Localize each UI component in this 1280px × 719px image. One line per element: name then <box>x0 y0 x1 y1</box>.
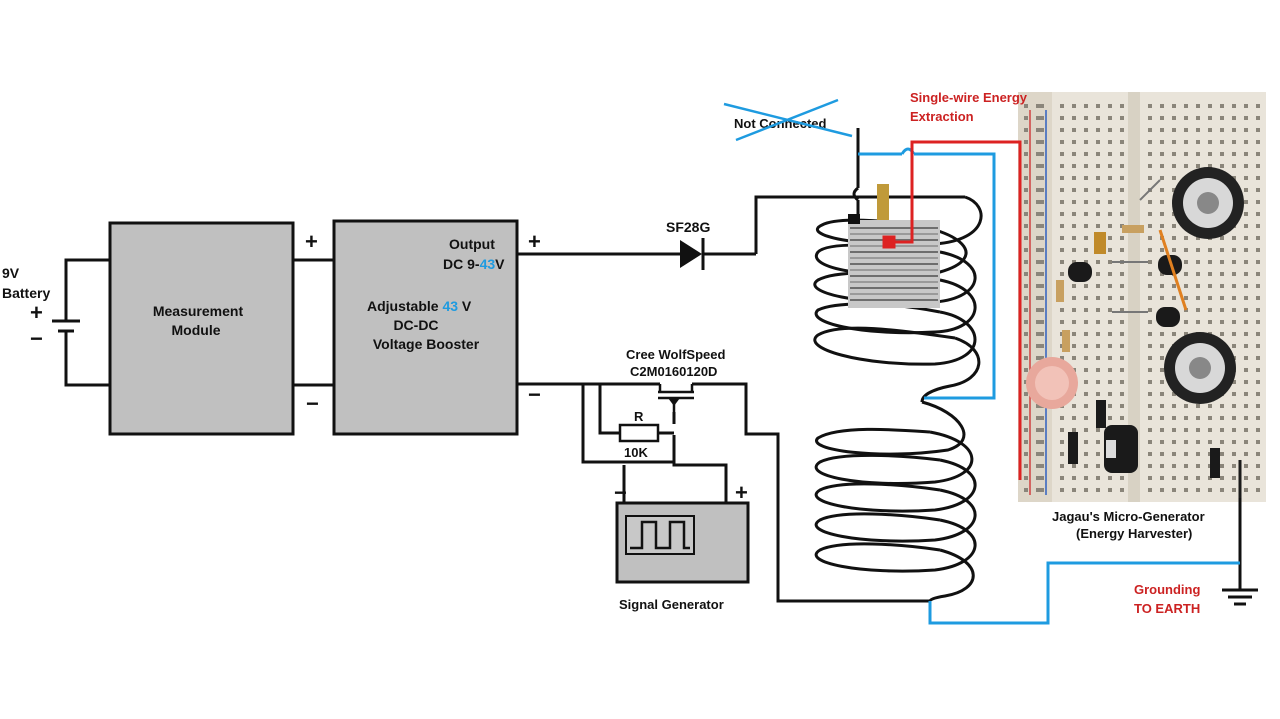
resistor-symbol <box>618 423 660 443</box>
battery-plus-sign: + <box>30 300 43 325</box>
booster-type: DC-DC <box>393 317 438 333</box>
voltage-booster-block <box>332 219 519 436</box>
black-wires <box>64 128 1242 603</box>
square-wave-icon <box>630 520 690 550</box>
resistor-label: R <box>634 409 644 424</box>
signal-generator-label: Signal Generator <box>619 597 724 612</box>
battery-label: Battery <box>2 285 50 301</box>
variable-capacitor <box>848 184 940 308</box>
lower-coil <box>814 400 977 602</box>
earth-ground-symbol <box>1222 588 1258 606</box>
mosfet-symbol <box>658 384 694 412</box>
micro-generator-label-line1: Jagau's Micro-Generator <box>1052 509 1205 524</box>
booster-title: Adjustable 43 V <box>367 298 472 314</box>
battery-symbol <box>52 309 80 333</box>
booster-output-range: DC 9-43V <box>443 256 505 272</box>
micro-generator-label-line2: (Energy Harvester) <box>1076 526 1192 541</box>
booster-output-minus: − <box>528 382 541 407</box>
red-wire <box>882 140 1022 480</box>
extraction-label-line1: Single-wire Energy <box>910 90 1028 105</box>
blue-wires <box>858 147 1240 625</box>
diode-label: SF28G <box>666 219 710 235</box>
measurement-module-block <box>108 221 295 436</box>
booster-output-label: Output <box>449 236 495 252</box>
measurement-module-label-line1: Measurement <box>153 303 244 319</box>
mosfet-part-number: C2M0160120D <box>630 364 717 379</box>
extraction-label-line2: Extraction <box>910 109 974 124</box>
module-plus-sign: + <box>305 229 318 254</box>
breadboard-photo <box>1018 92 1266 502</box>
module-minus-sign: − <box>306 391 319 416</box>
not-connected-cross-2 <box>735 98 839 142</box>
battery-minus-sign: − <box>30 326 43 351</box>
resistor-value: 10K <box>624 445 648 460</box>
signal-generator-plus: + <box>735 480 748 505</box>
grounding-label-line1: Grounding <box>1134 582 1200 597</box>
signal-generator-minus: − <box>614 480 627 505</box>
booster-output-plus: + <box>528 229 541 254</box>
diode-symbol <box>680 238 705 270</box>
measurement-module-label-line2: Module <box>172 322 221 338</box>
battery-voltage: 9V <box>2 265 20 281</box>
booster-name: Voltage Booster <box>373 336 480 352</box>
grounding-label-line2: TO EARTH <box>1134 601 1200 616</box>
mosfet-manufacturer: Cree WolfSpeed <box>626 347 726 362</box>
